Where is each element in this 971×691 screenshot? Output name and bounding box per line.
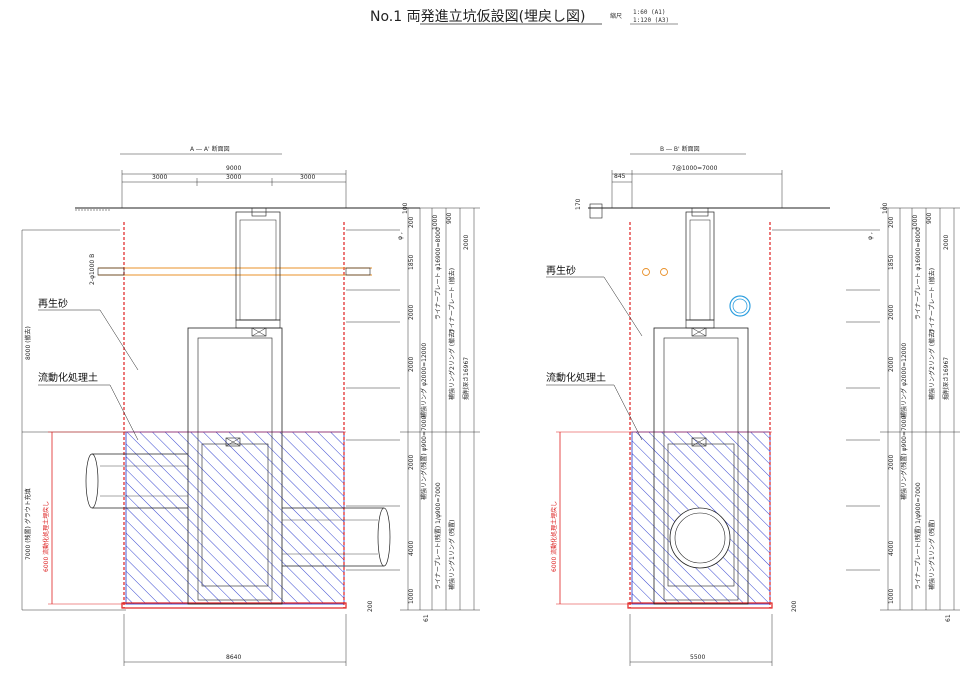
section-a-rdim-3: 2000 xyxy=(408,305,415,320)
section-b-bottom-width: 5500 xyxy=(690,654,705,661)
section-b-rsmall: φ , xyxy=(867,232,874,240)
scale-a1: 1:60 (A1) xyxy=(633,9,666,16)
section-b-vtext-4: ライナープレート (撤去) xyxy=(928,268,936,334)
section-b-vtext-7: 補強リング1リング (残置) xyxy=(928,520,936,590)
section-b-rdim-3: 2000 xyxy=(888,305,895,320)
scale-a3: 1:120 (A3) xyxy=(633,17,669,24)
section-a-vtext-6: ライナープレート(残置) 1/φ900=7000 xyxy=(434,482,442,590)
drawing-title: No.1 両発進立坑仮設図(埋戻し図) xyxy=(370,9,586,25)
section-b-rdim-2: 1850 xyxy=(888,255,895,270)
section-b-vtext-9: 2000 xyxy=(943,235,950,250)
section-a-vtext-2: ライナープレート φ16900=8000 xyxy=(435,227,442,320)
section-b-rdimb-2: 1000 xyxy=(912,215,919,230)
section-a-vtext-3: 補強リング2リング (撤去) xyxy=(448,330,456,400)
title-block: No.1 両発進立坑仮設図(埋戻し図) 縮尺 1:60 (A1) 1:120 (… xyxy=(370,9,678,25)
section-a-vtext-7: 補強リング1リング (残置) xyxy=(448,520,456,590)
label-fluidized-soil-a: 流動化処理土 xyxy=(38,371,98,384)
section-a-left-upper: 8000 (撤去) xyxy=(24,326,32,360)
section-a-top-part-3: 3000 xyxy=(300,174,315,181)
section-b-base-slab xyxy=(627,602,773,609)
label-recycled-sand-a: 再生砂 xyxy=(38,297,68,310)
section-b-red-vert: 6000 流動化処理土埋戻し xyxy=(550,501,558,572)
section-b: B ― B' 断面図 7@1000=7000 845 170 xyxy=(546,145,960,666)
section-b-vtext-3: 補強リング2リング (撤去) xyxy=(928,330,936,400)
section-a-base-slab xyxy=(121,602,347,609)
section-a-rdimb-2: 1000 xyxy=(432,215,439,230)
section-b-rdim-4: 2000 xyxy=(888,357,895,372)
section-b-bottom-small-2: 61 xyxy=(945,614,952,622)
section-b-vtext-6: ライナープレート(残置) 1/φ900=7000 xyxy=(914,482,922,590)
section-a-rdim-6: 4000 xyxy=(408,541,415,556)
section-b-rdimb-1: 100 xyxy=(882,202,889,214)
section-b-vtext-8: 掘削深さ16967 xyxy=(942,357,950,400)
section-a-top-total: 9000 xyxy=(226,165,241,172)
section-b-rdim-1: 200 xyxy=(888,216,895,228)
section-a: A ― A' 断面図 9000 3000 3000 3000 2-φ xyxy=(21,145,480,666)
section-a-top-part-1: 3000 xyxy=(152,174,167,181)
section-a-rdim-2: 1850 xyxy=(408,255,415,270)
section-b-bottom-small-1: 200 xyxy=(791,600,798,612)
section-b-vtext-5: 補強リング(残置) φ900=7000 xyxy=(900,416,908,500)
section-a-rdim-1: 200 xyxy=(408,216,415,228)
section-b-left-small: 170 xyxy=(575,198,582,210)
section-a-rdim-7: 1000 xyxy=(408,589,415,604)
section-a-top-part-2: 3000 xyxy=(226,174,241,181)
section-a-red-vert: 6000 流動化処理土埋戻し xyxy=(42,501,50,572)
pipe-label-a: 2-φ1000 B xyxy=(89,254,96,285)
section-a-bottom-width: 8640 xyxy=(226,654,241,661)
section-a-rsmall: φ , xyxy=(397,232,404,240)
section-a-rdim-4: 2000 xyxy=(408,357,415,372)
section-a-vtext-1: 補強リング φ2000=12000 xyxy=(420,343,428,418)
section-a-left-lower: 7000 (残置) グラウト充填 xyxy=(24,488,32,560)
section-a-title: A ― A' 断面図 xyxy=(190,145,230,153)
section-b-rdim-5: 2000 xyxy=(888,455,895,470)
section-a-rdimb-1: 100 xyxy=(402,202,409,214)
section-b-vtext-2: ライナープレート φ16900=8000 xyxy=(915,227,922,320)
section-a-vtext-8: 掘削深さ16967 xyxy=(462,357,470,400)
section-a-vtext-5: 補強リング(残置) φ900=7000 xyxy=(420,416,428,500)
scale-label: 縮尺 xyxy=(610,12,622,20)
section-a-rdim-5: 2000 xyxy=(408,455,415,470)
section-b-vtext-1: 補強リング φ2000=12000 xyxy=(900,343,908,418)
section-b-top-left: 845 xyxy=(614,173,626,180)
label-fluidized-soil-b: 流動化処理土 xyxy=(546,371,606,384)
section-a-bottom-small-2: 61 xyxy=(423,614,430,622)
label-recycled-sand-b: 再生砂 xyxy=(546,264,576,277)
section-b-rdim-7: 1000 xyxy=(888,589,895,604)
fluidized-soil-fill xyxy=(125,431,345,605)
section-a-bottom-small-1: 200 xyxy=(367,600,374,612)
section-b-top-total: 7@1000=7000 xyxy=(672,165,718,172)
section-a-vtext-4: ライナープレート (撤去) xyxy=(448,268,456,334)
section-a-vtext-9: 2000 xyxy=(463,235,470,250)
section-b-rdimb-3: 900 xyxy=(926,212,933,224)
section-b-rdim-6: 4000 xyxy=(888,541,895,556)
section-a-rdimb-3: 900 xyxy=(446,212,453,224)
section-b-title: B ― B' 断面図 xyxy=(660,145,700,153)
